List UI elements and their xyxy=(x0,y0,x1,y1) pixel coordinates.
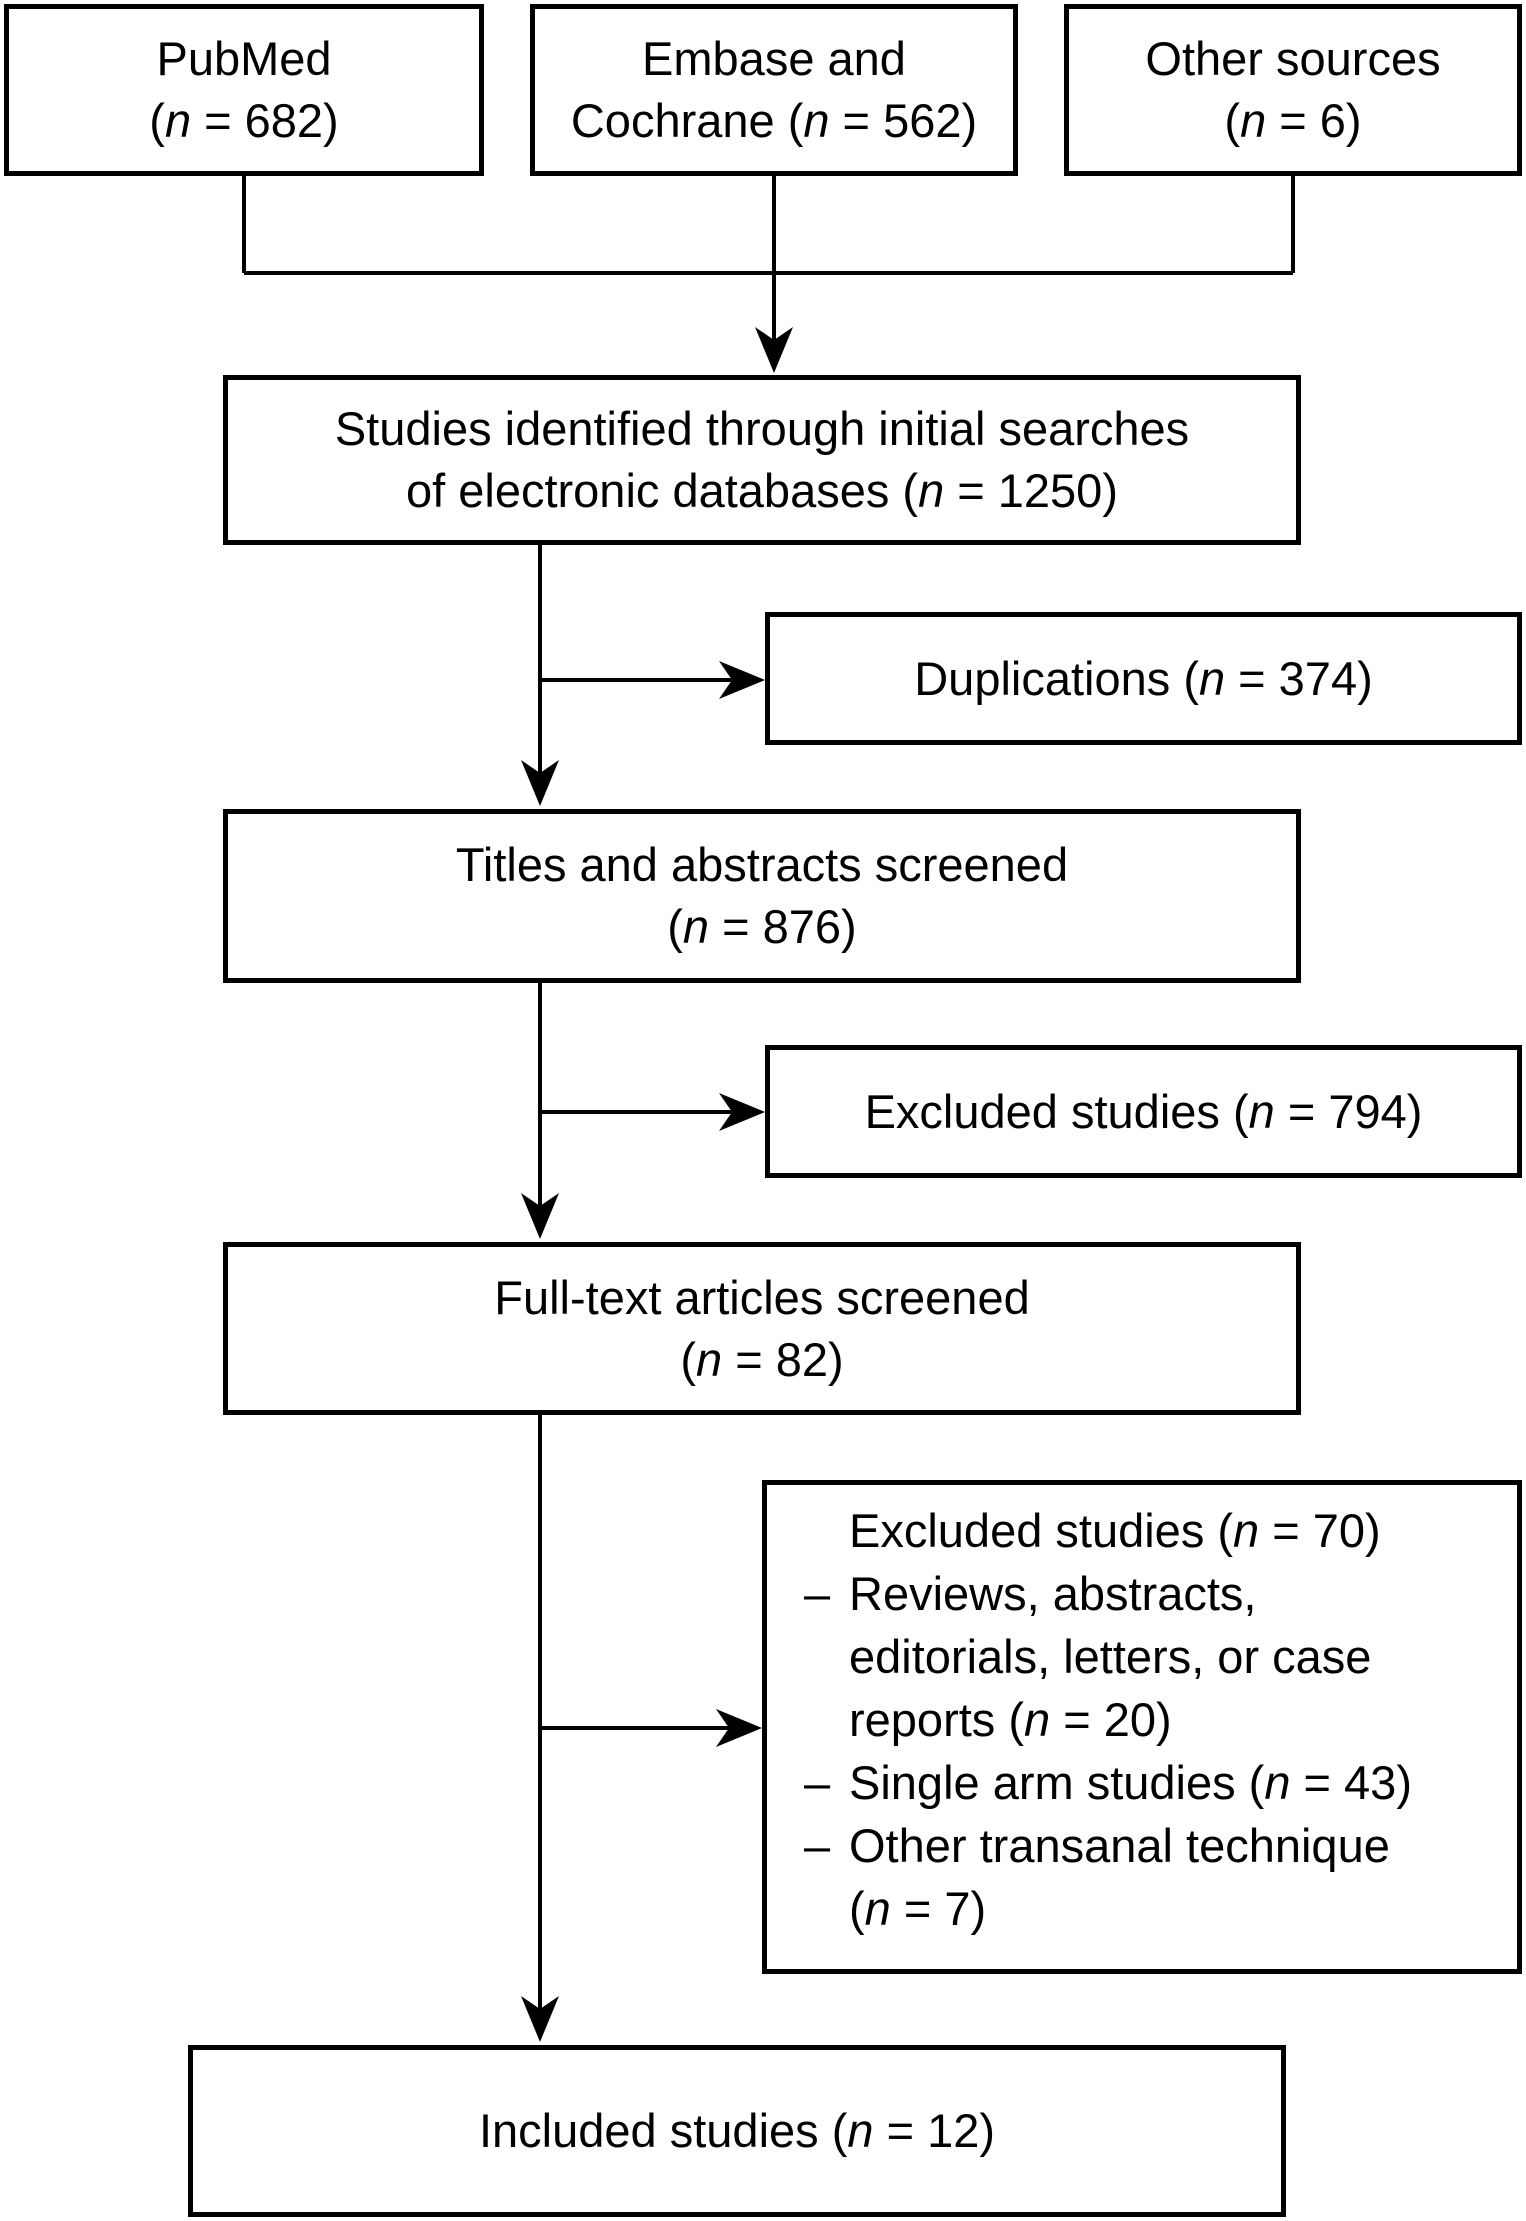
branch-to-duplications-head xyxy=(719,661,765,699)
box-excluded-abstract-stage-label: Excluded studies (n = 794) xyxy=(864,1084,1423,1138)
box-excluded-fulltext-stage: Excluded studies (n = 70) – Reviews, abs… xyxy=(762,1480,1522,1974)
box-studies-identified-label: Studies identified through initial searc… xyxy=(334,402,1190,517)
box-fulltext-screened-label: Full-text articles screened(n = 82) xyxy=(494,1270,1030,1386)
box-source-pubmed: PubMed(n = 682) xyxy=(4,4,484,176)
box-duplications: Duplications (n = 374) xyxy=(765,612,1522,745)
box-source-pubmed-label: PubMed(n = 682) xyxy=(149,32,339,147)
excluded-reason-other-technique: – Other transanal technique(n = 7) xyxy=(767,1814,1507,1940)
excluded-reason-single-arm: – Single arm studies (n = 43) xyxy=(767,1751,1507,1814)
box-excluded-abstract-stage: Excluded studies (n = 794) xyxy=(765,1045,1522,1178)
box-duplications-label: Duplications (n = 374) xyxy=(914,651,1373,705)
dash-bullet: – xyxy=(804,1567,831,1620)
dash-bullet: – xyxy=(804,1756,831,1809)
branch-to-exclusion-detail-head xyxy=(716,1709,762,1747)
box-source-other-label: Other sources(n = 6) xyxy=(1145,32,1441,147)
excluded-reason-other-technique-text: Other transanal technique(n = 7) xyxy=(849,1819,1390,1935)
arrow-identified-to-titles-head xyxy=(521,760,559,806)
dash-bullet: – xyxy=(804,1819,831,1872)
box-fulltext-screened: Full-text articles screened(n = 82) xyxy=(223,1242,1301,1415)
branch-to-excluded-head xyxy=(719,1093,765,1131)
box-included-studies-label: Included studies (n = 12) xyxy=(478,2104,996,2157)
arrow-titles-to-fulltext-head xyxy=(521,1193,559,1239)
excluded-fulltext-heading: Excluded studies (n = 70) xyxy=(849,1504,1381,1557)
box-included-studies: Included studies (n = 12) xyxy=(188,2045,1286,2217)
box-studies-identified: Studies identified through initial searc… xyxy=(223,375,1301,545)
arrow-fulltext-to-included-head xyxy=(521,1996,559,2042)
box-titles-abstracts-screened-label: Titles and abstracts screened(n = 876) xyxy=(455,838,1069,953)
excluded-reason-reviews-text: Reviews, abstracts,editorials, letters, … xyxy=(849,1567,1372,1746)
arrow-to-identified-head xyxy=(755,327,793,373)
excluded-reason-single-arm-text: Single arm studies (n = 43) xyxy=(849,1756,1412,1809)
box-source-other: Other sources(n = 6) xyxy=(1064,4,1522,176)
excluded-reason-reviews: – Reviews, abstracts,editorials, letters… xyxy=(767,1562,1507,1751)
box-titles-abstracts-screened: Titles and abstracts screened(n = 876) xyxy=(223,809,1301,983)
